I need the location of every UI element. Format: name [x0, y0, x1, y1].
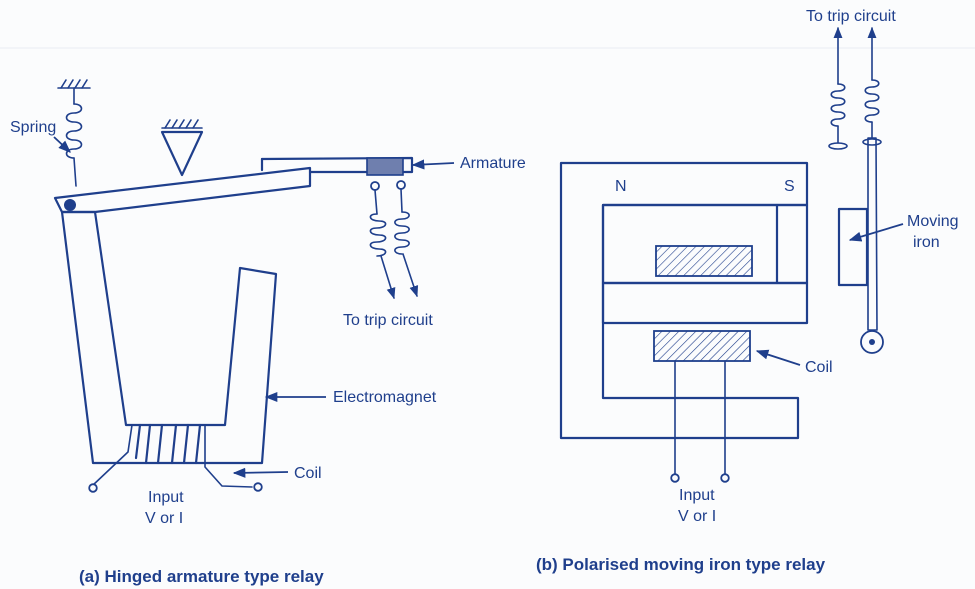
spring-label: Spring	[10, 119, 56, 136]
trip-contact-springs-b	[828, 26, 882, 150]
moving-iron-label: Moving	[907, 213, 959, 230]
arm-pivot-ring	[860, 330, 884, 354]
trip-circuit-label-a: To trip circuit	[343, 312, 433, 329]
trip-circuit-label-b: To trip circuit	[806, 8, 896, 25]
armature-lever	[53, 156, 414, 214]
upper-coil-block	[655, 245, 753, 277]
lower-coil-block	[653, 330, 751, 362]
armature-block	[366, 157, 404, 176]
hinge-pin-icon	[64, 199, 76, 211]
armature-label: Armature	[460, 155, 526, 172]
caption-a: (a) Hinged armature type relay	[79, 567, 324, 586]
magnet-frame	[559, 161, 809, 440]
electromagnet-coil-windings	[88, 423, 263, 493]
input-label-b: Input	[679, 487, 715, 504]
pole-s-label: S	[784, 178, 795, 195]
spring-anchor-hatch	[57, 79, 91, 89]
fulcrum-pivot	[160, 119, 204, 177]
input-type-label-b: V or I	[678, 508, 716, 525]
input-label-a: Input	[148, 489, 184, 506]
coil-label-a: Coil	[294, 465, 322, 482]
trip-contact-springs-a	[369, 180, 419, 300]
figure-a-hinged-armature-relay: Spring Armature To trip circuit Electrom…	[10, 79, 526, 586]
figure-b-polarised-moving-iron-relay: N S To trip circuit Moving iron Coil Inp…	[536, 8, 959, 574]
moving-iron-block	[837, 207, 869, 287]
input-type-label-a: V or I	[145, 510, 183, 527]
electromagnet-label: Electromagnet	[333, 389, 437, 406]
moving-iron-arm	[867, 137, 878, 331]
electromagnet-core	[60, 210, 278, 465]
middle-bar	[601, 281, 809, 325]
pole-n-label: N	[615, 178, 627, 195]
caption-b: (b) Polarised moving iron type relay	[536, 555, 826, 574]
moving-iron-label-line2: iron	[913, 234, 940, 251]
coil-label-b: Coil	[805, 359, 833, 376]
spring-coil	[65, 87, 83, 187]
